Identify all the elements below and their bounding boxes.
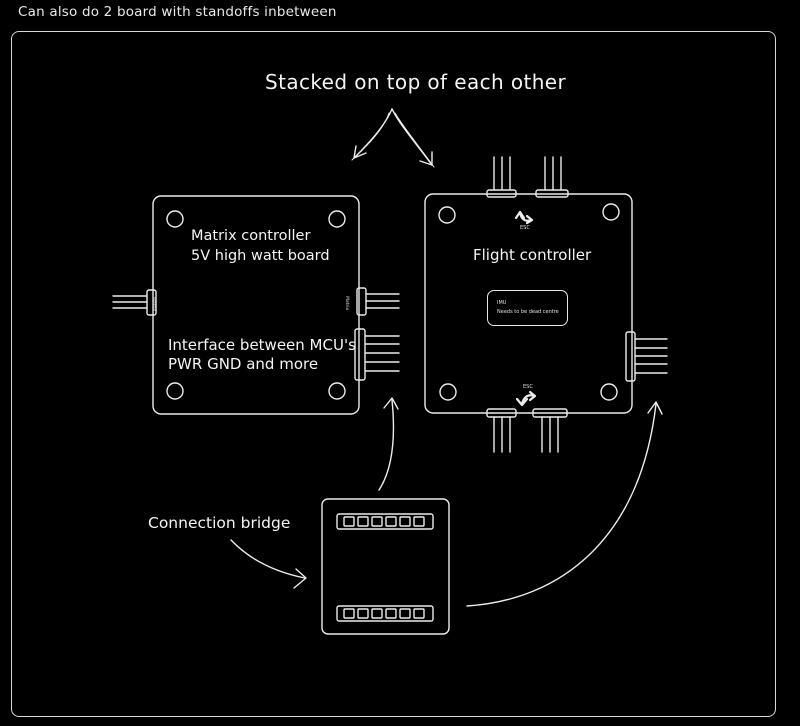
mount-hole <box>439 383 457 401</box>
label-to-bridge-arrow <box>230 539 307 589</box>
esc-bottom-label: ESC <box>523 384 533 390</box>
stack-arrows <box>351 108 435 168</box>
matrix-right-pin-label: Matrix <box>344 296 349 311</box>
esc-top-label: ESC <box>520 225 530 231</box>
bridge-bottom-header <box>336 605 434 622</box>
page-caption: Can also do 2 board with standoffs inbet… <box>18 4 337 20</box>
interface-label-line2: PWR GND and more <box>168 355 319 373</box>
rotate-arrows-icon <box>514 210 534 225</box>
mount-hole <box>166 382 184 400</box>
bridge-to-flight-arrow <box>466 401 663 607</box>
imu-note: Needs to be dead centre <box>497 309 559 315</box>
interface-connector <box>354 328 366 381</box>
mount-hole <box>600 383 618 401</box>
mount-hole <box>328 210 346 228</box>
mount-hole <box>438 206 456 224</box>
flight-right-connector <box>625 331 636 382</box>
mount-hole <box>602 203 620 221</box>
interface-label-line1: Interface between MCU's <box>168 336 356 354</box>
matrix-controller-board <box>112 195 400 415</box>
diagram-frame <box>11 31 776 717</box>
connection-bridge-board <box>321 498 450 635</box>
diagram-title: Stacked on top of each other <box>265 70 567 94</box>
mount-hole <box>166 210 184 228</box>
mount-hole <box>328 382 346 400</box>
matrix-left-pin-label: Matrix <box>151 297 156 312</box>
flight-controller-board <box>424 156 668 453</box>
flight-board-label: Flight controller <box>473 246 592 264</box>
matrix-board-label: Matrix controller <box>191 228 311 244</box>
bridge-top-header <box>336 513 434 530</box>
matrix-board-sublabel: 5V high watt board <box>191 248 330 264</box>
esc-top-connector-right <box>535 189 569 198</box>
bridge-label: Connection bridge <box>148 514 291 532</box>
rotate-arrows-icon <box>515 390 537 407</box>
imu-box <box>487 290 568 326</box>
bridge-to-matrix-arrow <box>378 397 399 491</box>
imu-title: IMU <box>497 300 507 306</box>
